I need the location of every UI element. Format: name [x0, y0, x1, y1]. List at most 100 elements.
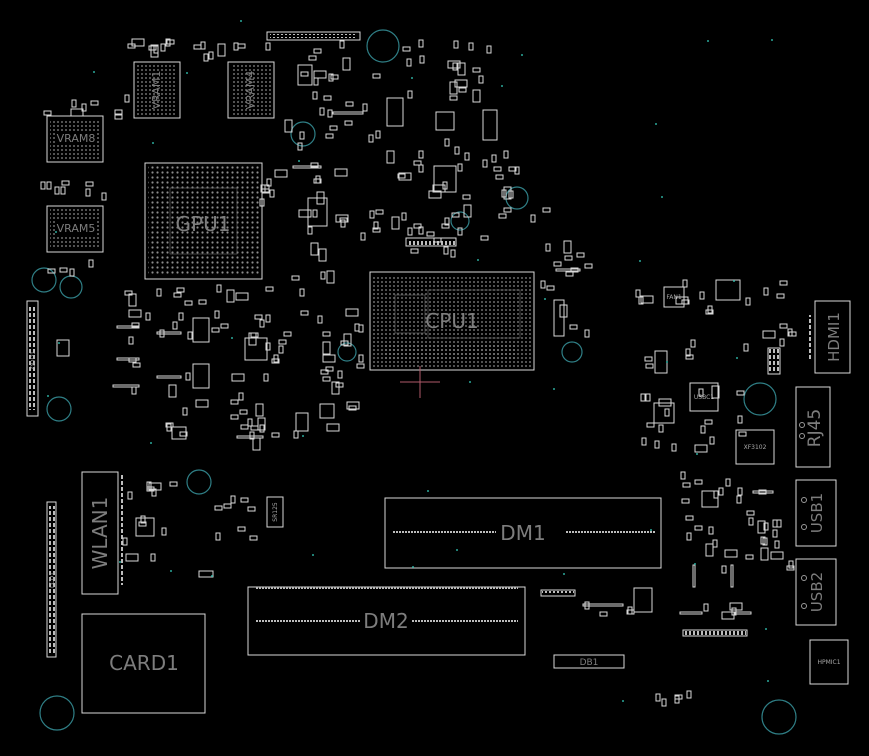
- passive-component: [322, 376, 331, 382]
- passive-component: [774, 540, 780, 549]
- vram5-chip: VRAM5: [46, 205, 104, 253]
- passive-component: [215, 532, 221, 541]
- passive-component: [237, 43, 246, 49]
- passive-component: [452, 62, 458, 71]
- passive-component: [230, 495, 236, 504]
- passive-component: [762, 330, 776, 339]
- passive-component: [645, 393, 651, 402]
- hpmic1-label: HPMIC1: [817, 659, 840, 666]
- passive-component: [746, 510, 755, 516]
- passive-component: [626, 609, 635, 615]
- passive-component: [433, 237, 442, 243]
- passive-component: [508, 166, 517, 172]
- passive-component: [584, 263, 593, 269]
- passive-component: [322, 341, 331, 355]
- passive-component: [654, 440, 660, 449]
- passive-component: [426, 231, 435, 237]
- passive-component: [325, 133, 334, 139]
- passive-component: [418, 150, 424, 159]
- passive-component: [703, 603, 709, 612]
- cpu1-package: CPU1: [369, 271, 535, 398]
- passive-component: [173, 292, 182, 298]
- passive-component: [713, 490, 719, 499]
- passive-component: [690, 339, 696, 348]
- passive-component: [60, 186, 66, 195]
- via: [302, 435, 304, 437]
- vram1-chip: VRAM1: [133, 61, 181, 119]
- passive-component: [247, 506, 256, 512]
- passive-component: [401, 212, 407, 221]
- passive-component: [698, 388, 704, 397]
- passive-component: [184, 300, 193, 306]
- via: [733, 280, 735, 282]
- passive-component: [230, 414, 239, 420]
- passive-component: [193, 44, 202, 50]
- passive-component: [88, 259, 94, 268]
- via: [152, 142, 154, 144]
- dm1-memory-slot: DM1: [384, 497, 662, 569]
- passive-component: [375, 130, 381, 139]
- via: [771, 39, 773, 41]
- passive-component: [326, 423, 340, 432]
- passive-component: [128, 309, 142, 318]
- passive-component: [745, 554, 754, 560]
- cpu1-label: CPU1: [425, 309, 478, 333]
- vram4-chip: VRAM4: [227, 61, 275, 119]
- passive-component: [442, 181, 448, 190]
- passive-component: [169, 481, 178, 487]
- via: [767, 680, 769, 682]
- passive-component: [788, 560, 794, 569]
- passive-component: [308, 55, 317, 61]
- trace-segment: [734, 611, 752, 615]
- passive-component: [468, 42, 474, 51]
- passive-component: [297, 142, 303, 151]
- passive-component: [339, 40, 345, 49]
- vias: [47, 20, 773, 702]
- passive-component: [725, 478, 731, 487]
- passive-component: [458, 87, 467, 93]
- via: [707, 40, 709, 42]
- passive-component: [760, 547, 769, 561]
- passive-component: [694, 444, 708, 453]
- passive-component: [398, 172, 412, 181]
- rj45-connector: RJ45: [795, 386, 831, 468]
- via: [650, 529, 652, 531]
- passive-component: [226, 289, 235, 303]
- card1-label: CARD1: [109, 651, 179, 675]
- passive-component: [675, 296, 689, 305]
- passive-component: [43, 110, 52, 116]
- passive-component: [265, 286, 274, 292]
- passive-component: [252, 437, 261, 451]
- passive-component: [127, 43, 136, 49]
- passive-component: [449, 95, 458, 101]
- passive-component: [307, 226, 313, 235]
- passive-component: [233, 42, 239, 51]
- passive-component: [278, 339, 287, 345]
- passive-component: [501, 189, 507, 198]
- via: [186, 72, 188, 74]
- passive-component: [255, 403, 264, 417]
- usbc1-chip: USBC1: [689, 382, 719, 412]
- via: [456, 549, 458, 551]
- passive-component: [259, 424, 265, 433]
- via: [553, 388, 555, 390]
- via: [477, 259, 479, 261]
- passive-component: [70, 108, 84, 117]
- passive-component: [185, 372, 191, 381]
- via: [170, 570, 172, 572]
- passive-component: [151, 488, 157, 497]
- passive-component: [644, 356, 653, 362]
- passive-component: [419, 55, 425, 64]
- passive-component: [418, 39, 424, 48]
- passive-component: [114, 109, 123, 115]
- passive-component: [85, 188, 91, 197]
- dm2-label: DM2: [363, 609, 408, 633]
- passive-component: [358, 324, 364, 333]
- passive-component: [235, 292, 249, 301]
- passive-component: [124, 94, 130, 103]
- via: [501, 85, 503, 87]
- passive-component: [195, 399, 209, 408]
- passive-component: [344, 120, 353, 126]
- passive-component: [682, 482, 691, 488]
